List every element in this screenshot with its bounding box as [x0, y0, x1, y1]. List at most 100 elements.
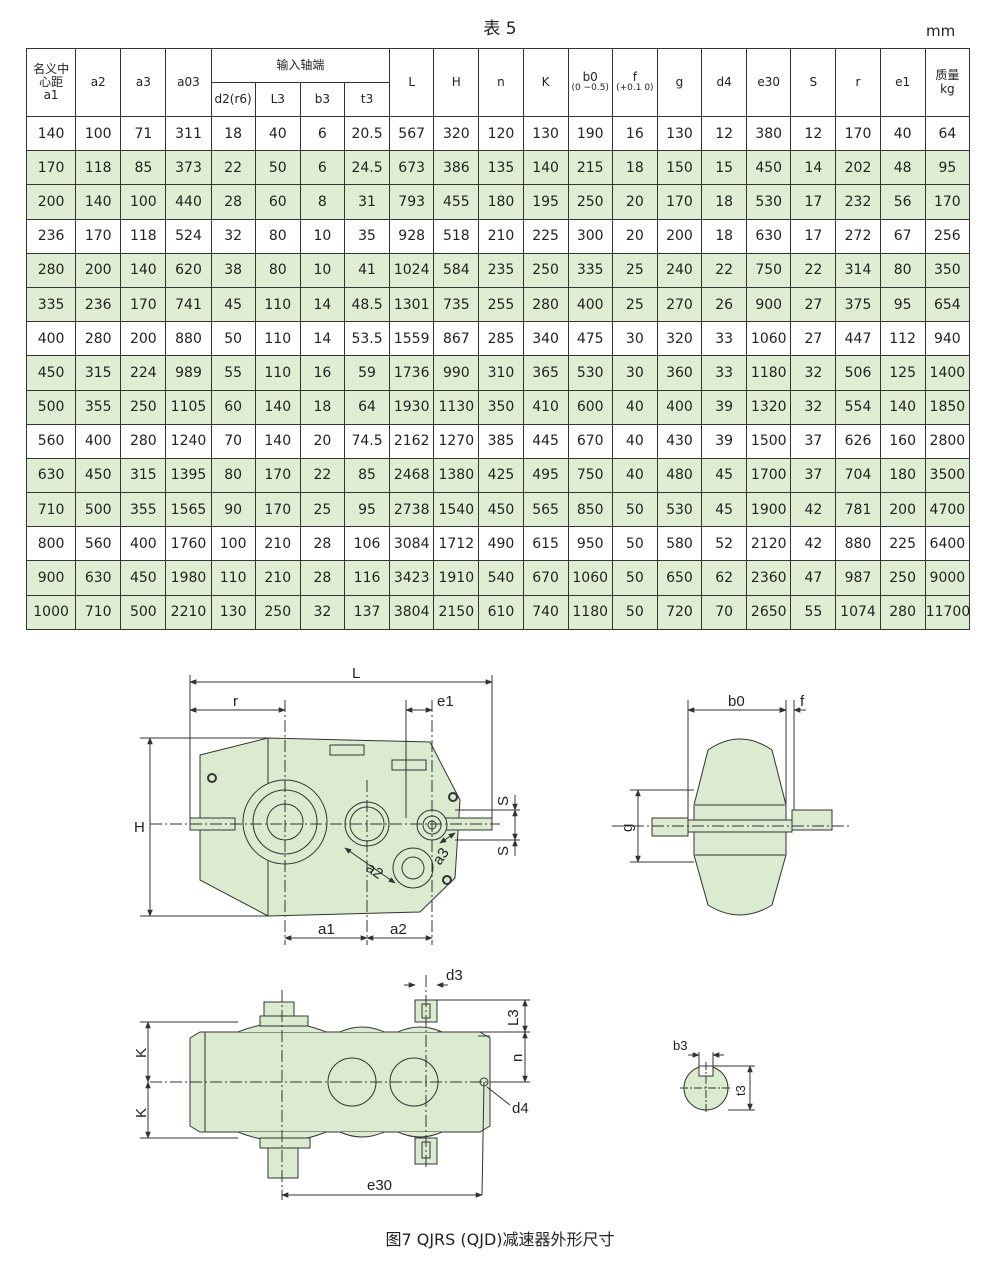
table-cell: 2650 [746, 594, 792, 631]
table-cell: 740 [522, 594, 569, 631]
table-cell: 16 [299, 355, 345, 391]
table-cell: 39 [701, 423, 748, 459]
label-a1: a1 [318, 921, 335, 938]
table-cell: 24.5 [343, 150, 391, 186]
table-cell: 1270 [433, 423, 480, 459]
table-cell: 112 [879, 321, 926, 357]
table-cell: 26 [701, 286, 748, 323]
table-cell: 3500 [924, 457, 971, 494]
table-cell: 52 [701, 526, 748, 562]
table-cell: 600 [567, 389, 613, 425]
table-cell: 650 [656, 560, 703, 596]
table-cell: 1074 [835, 594, 881, 631]
table-cell: 42 [790, 492, 837, 528]
table-cell: 365 [522, 355, 569, 391]
table-cell: 100 [75, 115, 122, 152]
table-cell: 445 [522, 423, 569, 459]
table-cell: 215 [567, 150, 613, 186]
table-cell: 1320 [746, 389, 792, 425]
table-cell: 1400 [924, 355, 971, 391]
table-cell: 1500 [746, 423, 792, 459]
table-cell: 1380 [433, 457, 480, 494]
table-cell: 190 [567, 115, 613, 152]
table-cell: 530 [656, 492, 703, 528]
table-cell: 250 [120, 389, 167, 425]
table-cell: 1540 [433, 492, 480, 528]
table-cell: 400 [120, 526, 167, 562]
label-a2-diagonal: a2 [363, 859, 386, 882]
table-cell: 900 [25, 560, 77, 596]
table-cell: 425 [478, 457, 524, 494]
table-cell: 170 [25, 150, 77, 186]
figure-caption: 图7 QJRS (QJD)减速器外形尺寸 [385, 1230, 615, 1249]
table-cell: 170 [656, 184, 703, 220]
table-cell: 200 [656, 218, 703, 254]
table-cell: 33 [701, 321, 748, 357]
table-cell: 22 [701, 252, 748, 288]
table-cell: 565 [522, 492, 569, 528]
table-cell: 210 [254, 560, 301, 596]
table-cell: 59 [343, 355, 391, 391]
table-cell: 375 [835, 286, 881, 323]
table-cell: 6 [299, 150, 345, 186]
table-cell: 530 [567, 355, 613, 391]
table-cell: 64 [924, 115, 971, 152]
table-cell: 140 [254, 389, 301, 425]
table-cell: 18 [611, 150, 658, 186]
table-cell: 1240 [165, 423, 212, 459]
header-d4: d4 [701, 48, 748, 117]
label-g: g [619, 824, 636, 832]
table-cell: 400 [567, 286, 613, 323]
table-cell: 11700 [924, 594, 971, 631]
table-cell: 567 [389, 115, 435, 152]
label-L3: L3 [505, 1009, 522, 1026]
table-cell: 38 [210, 252, 256, 288]
table-cell: 130 [656, 115, 703, 152]
header-f: f (+0.1 0) [611, 48, 658, 117]
table-cell: 2360 [746, 560, 792, 596]
table-cell: 45 [701, 492, 748, 528]
label-f: f [800, 693, 805, 710]
table-cell: 10 [299, 218, 345, 254]
table-cell: 50 [611, 492, 658, 528]
table-cell: 480 [656, 457, 703, 494]
table-cell: 17 [790, 218, 837, 254]
table-cell: 70 [701, 594, 748, 631]
table-cell: 41 [343, 252, 391, 288]
table-cell: 518 [433, 218, 480, 254]
table-cell: 455 [433, 184, 480, 220]
label-n: n [509, 1054, 526, 1062]
table-cell: 170 [924, 184, 971, 220]
unit-label: mm [926, 22, 956, 40]
table-cell: 720 [656, 594, 703, 631]
table-cell: 1850 [924, 389, 971, 425]
label-e1: e1 [437, 693, 454, 710]
table-cell: 1760 [165, 526, 212, 562]
table-cell: 15 [701, 150, 748, 186]
header-n: n [478, 48, 524, 117]
table-cell: 135 [478, 150, 524, 186]
table-cell: 355 [75, 389, 122, 425]
table-cell: 25 [611, 286, 658, 323]
table-cell: 793 [389, 184, 435, 220]
table-cell: 22 [790, 252, 837, 288]
table-cell: 300 [567, 218, 613, 254]
shaft-section [680, 1052, 755, 1114]
table-cell: 130 [210, 594, 256, 631]
table-cell: 450 [25, 355, 77, 391]
table-cell: 106 [343, 526, 391, 562]
table-cell: 430 [656, 423, 703, 459]
table-cell: 250 [879, 560, 926, 596]
table-cell: 140 [75, 184, 122, 220]
header-a03: a03 [165, 48, 212, 117]
table-cell: 100 [210, 526, 256, 562]
table-cell: 3804 [389, 594, 435, 631]
table-cell: 506 [835, 355, 881, 391]
table-cell: 2800 [924, 423, 971, 459]
table-cell: 400 [75, 423, 122, 459]
table-cell: 160 [879, 423, 926, 459]
table-cell: 320 [656, 321, 703, 357]
